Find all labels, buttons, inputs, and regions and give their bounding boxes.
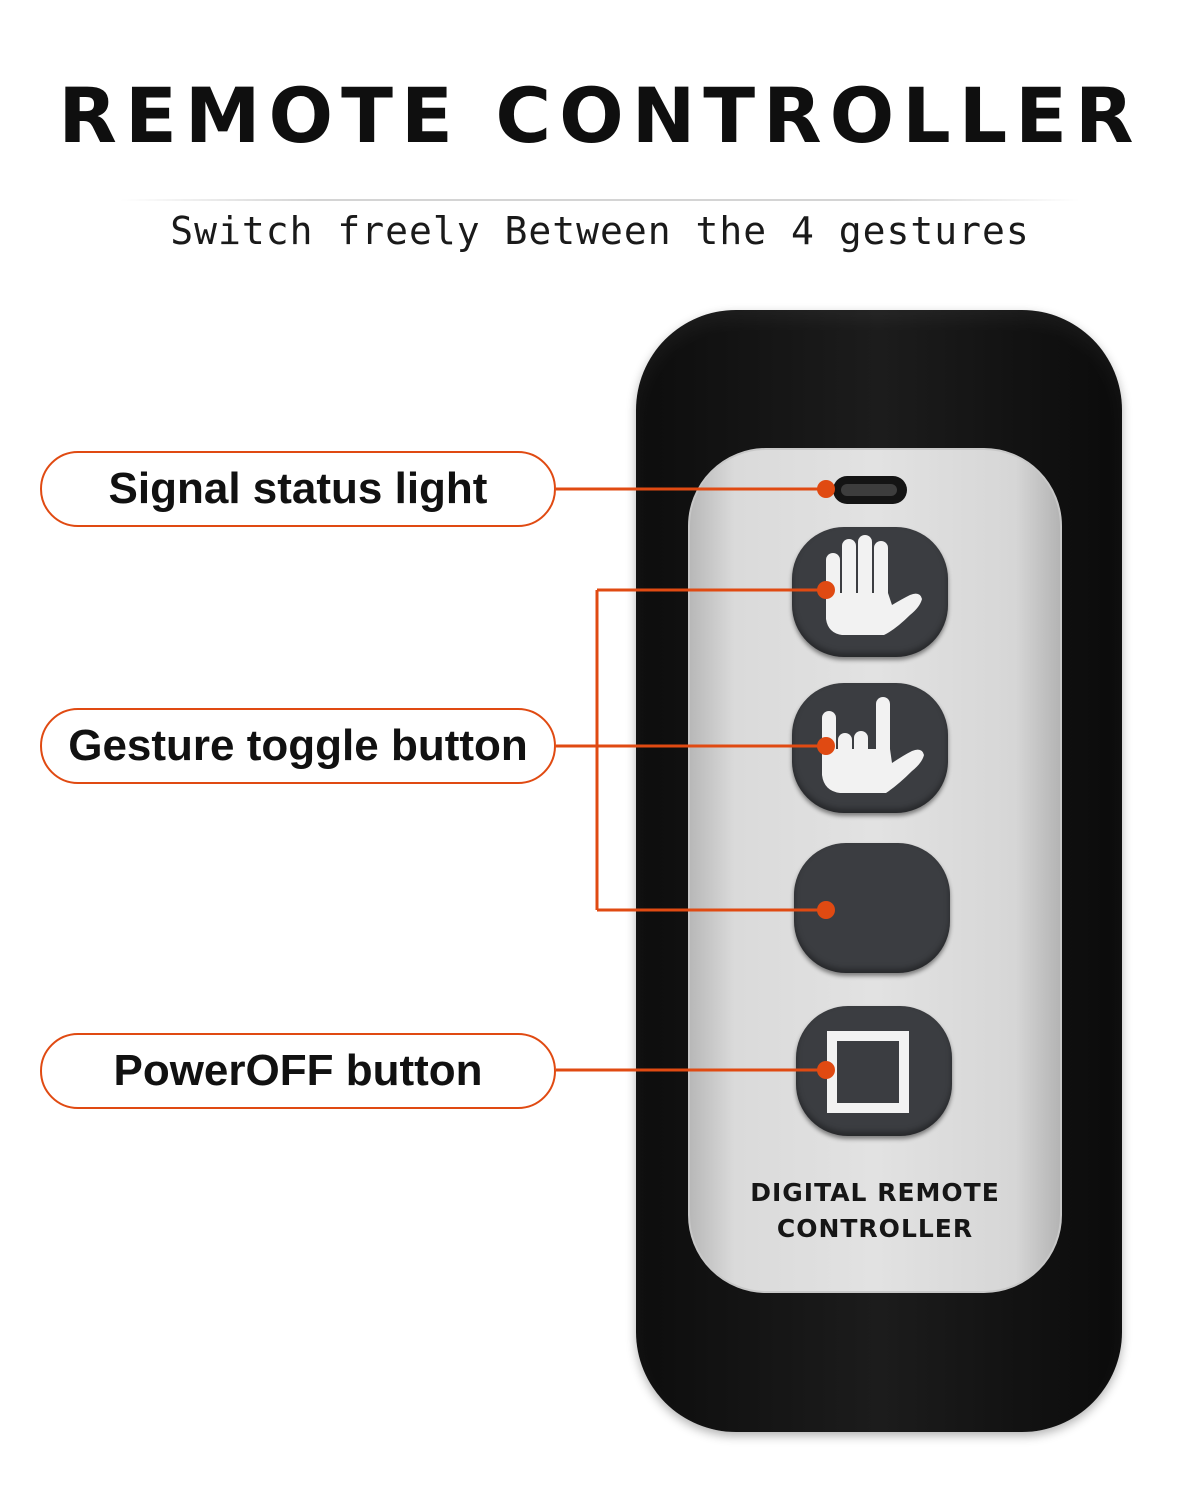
callout-poweroff-button: PowerOFF button (40, 1033, 556, 1109)
signal-status-light (833, 476, 907, 504)
callout-dot-gesture-3 (817, 901, 835, 919)
callout-dot-gesture-1 (817, 581, 835, 599)
page-subtitle: Switch freely Between the 4 gestures (170, 209, 1030, 253)
callout-dot-poweroff (817, 1061, 835, 1079)
device-printed-text-line1: DIGITAL REMOTE (750, 1178, 1000, 1207)
device-printed-text-line2: CONTROLLER (776, 1214, 974, 1243)
callout-dot-signal (817, 480, 835, 498)
rock-hand-icon (822, 697, 924, 793)
callout-gesture-toggle-button: Gesture toggle button (40, 708, 556, 784)
open-hand-icon (826, 535, 922, 635)
callout-dot-gesture-2 (817, 737, 835, 755)
title-divider (120, 199, 1080, 201)
page-title: REMOTE CONTROLLER (58, 71, 1142, 160)
callout-signal-status-light: Signal status light (40, 451, 556, 527)
